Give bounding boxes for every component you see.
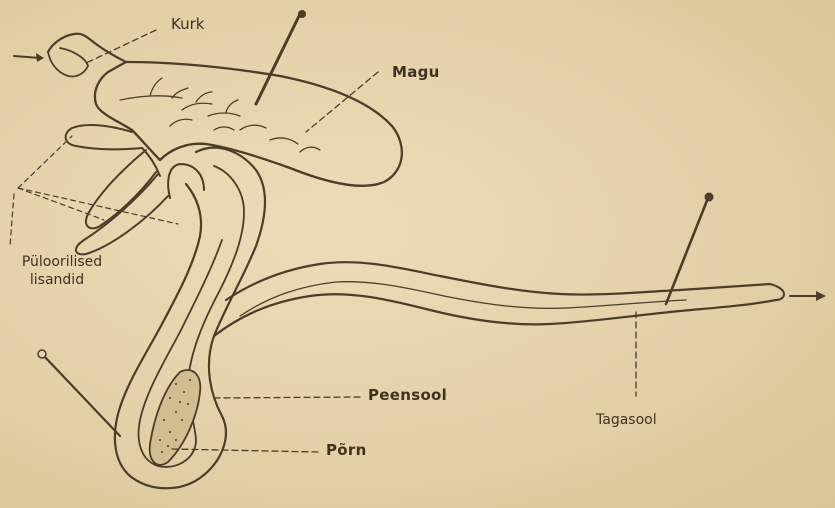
stomach-outline (95, 62, 402, 186)
label-tagasool: Tagasool (596, 412, 657, 429)
label-peensool: Peensool (368, 387, 447, 404)
pin-stomach (256, 10, 306, 104)
spleen-shape (150, 370, 201, 465)
pyloric-caeca (66, 125, 204, 254)
pharynx-opening (48, 48, 88, 77)
label-kurk: Kurk (171, 16, 204, 33)
hindgut-lower-edge (214, 294, 776, 336)
entry-arrow (14, 53, 44, 62)
leader-peensool (214, 397, 360, 398)
label-magu: Magu (392, 64, 440, 81)
stomach-vessels (120, 78, 320, 152)
leader-magu (306, 72, 378, 132)
label-pyloric-caeca-line2: lisandid (2, 272, 112, 289)
anus-end (770, 284, 784, 300)
hindgut-upper-edge (226, 262, 770, 300)
label-porn: Põrn (326, 442, 367, 459)
exit-arrow (790, 291, 826, 301)
label-pyloric-caeca-line1: Püloorilised (2, 254, 122, 271)
hindgut-inner-line (240, 282, 686, 316)
pin-intestine (38, 350, 120, 436)
